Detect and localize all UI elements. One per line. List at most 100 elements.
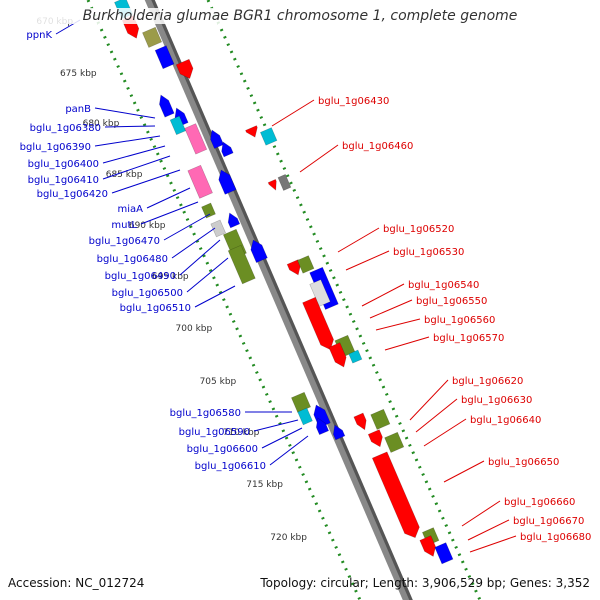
reverse-strand-gene[interactable]: [187, 164, 213, 199]
right-leader-line: [467, 519, 510, 541]
left-gene-label[interactable]: bglu_1g06490: [105, 271, 176, 282]
gene-glyph: [210, 129, 224, 149]
gene-glyph: [384, 431, 405, 453]
left-gene-label[interactable]: bglu_1g06590: [179, 427, 250, 438]
right-leader-line: [361, 283, 405, 307]
tick-label: 720 kbp: [270, 533, 307, 543]
forward-strand-gene[interactable]: [297, 255, 315, 274]
forward-strand-gene[interactable]: [367, 429, 385, 449]
left-gene-label[interactable]: miaA: [118, 204, 144, 215]
reverse-strand-gene[interactable]: [248, 238, 268, 263]
left-gene-label[interactable]: bglu_1g06470: [89, 236, 160, 247]
reverse-strand-gene[interactable]: [291, 391, 311, 413]
right-gene-label[interactable]: bglu_1g06540: [408, 280, 479, 291]
left-gene-label[interactable]: bglu_1g06610: [195, 461, 266, 472]
gene-glyph: [210, 219, 226, 238]
forward-strand-gene[interactable]: [277, 174, 292, 191]
left-gene-label[interactable]: bglu_1g06600: [187, 444, 258, 455]
right-gene-label[interactable]: bglu_1g06640: [470, 415, 541, 426]
right-gene-label[interactable]: bglu_1g06430: [318, 96, 389, 107]
right-gene-label[interactable]: bglu_1g06550: [416, 296, 487, 307]
tick-label: 675 kbp: [60, 69, 97, 79]
left-leader-line: [253, 419, 299, 432]
left-leader-line: [102, 145, 166, 164]
forward-strand-gene[interactable]: [267, 179, 279, 191]
left-gene-label[interactable]: bglu_1g06510: [120, 303, 191, 314]
right-leader-line: [375, 318, 421, 331]
right-gene-label[interactable]: bglu_1g06460: [342, 141, 413, 152]
reverse-strand-gene[interactable]: [184, 123, 208, 155]
tick-label: 685 kbp: [106, 170, 143, 180]
left-gene-label[interactable]: mutL: [111, 220, 137, 231]
left-gene-label[interactable]: panB: [65, 104, 91, 115]
left-gene-label[interactable]: bglu_1g06500: [112, 288, 183, 299]
topology-text: Topology: circular; Length: 3,906,529 bp…: [260, 576, 590, 590]
forward-strand-gene[interactable]: [370, 408, 391, 430]
reverse-strand-gene[interactable]: [297, 407, 313, 426]
left-gene-label[interactable]: bglu_1g06410: [28, 175, 99, 186]
forward-strand-gene[interactable]: [302, 296, 337, 352]
right-gene-label[interactable]: bglu_1g06630: [461, 395, 532, 406]
left-gene-label[interactable]: bglu_1g06580: [170, 408, 241, 419]
reverse-strand-gene[interactable]: [169, 115, 187, 136]
left-gene-label[interactable]: bglu_1g06390: [20, 142, 91, 153]
gene-glyph: [371, 451, 420, 539]
gene-glyph: [201, 202, 216, 219]
forward-strand-gene[interactable]: [259, 127, 278, 146]
right-gene-label[interactable]: bglu_1g06670: [513, 516, 584, 527]
forward-strand-gene[interactable]: [348, 349, 363, 364]
right-gene-label[interactable]: bglu_1g06650: [488, 457, 559, 468]
right-gene-label[interactable]: bglu_1g06530: [393, 247, 464, 258]
right-leader-line: [423, 418, 467, 447]
reverse-strand-gene[interactable]: [216, 168, 237, 195]
left-gene-label[interactable]: bglu_1g06380: [30, 123, 101, 134]
gene-glyph: [328, 342, 347, 368]
reverse-strand-gene[interactable]: [154, 45, 175, 70]
gene-glyph: [218, 169, 237, 195]
reverse-strand-gene[interactable]: [175, 58, 196, 81]
right-gene-label[interactable]: bglu_1g06570: [433, 333, 504, 344]
reverse-strand-gene[interactable]: [218, 140, 234, 158]
gene-glyph: [142, 26, 163, 48]
reverse-strand-gene[interactable]: [313, 416, 330, 436]
right-gene-label[interactable]: bglu_1g06560: [424, 315, 495, 326]
forward-strand-gene[interactable]: [328, 342, 350, 370]
forward-strand-gene[interactable]: [245, 125, 261, 140]
reverse-strand-gene[interactable]: [227, 244, 256, 285]
gene-glyph: [187, 164, 213, 199]
forward-strand-gene[interactable]: [434, 542, 454, 565]
reverse-strand-gene[interactable]: [201, 202, 216, 219]
reverse-strand-gene[interactable]: [207, 128, 224, 149]
left-dotted-boundary: [86, 0, 362, 600]
forward-strand-gene[interactable]: [353, 412, 370, 432]
left-leader-line: [179, 239, 221, 276]
right-leader-line: [337, 227, 380, 253]
left-leader-line: [194, 285, 236, 308]
gene-glyph: [154, 45, 175, 70]
tick-label: 710 kbp: [223, 428, 260, 438]
left-gene-label[interactable]: bglu_1g06420: [37, 189, 108, 200]
left-leader-line: [94, 107, 156, 119]
reverse-strand-gene[interactable]: [156, 93, 175, 118]
reverse-strand-gene[interactable]: [210, 219, 226, 238]
reverse-strand-gene[interactable]: [225, 211, 241, 229]
right-gene-label[interactable]: bglu_1g06680: [520, 532, 591, 543]
left-gene-label[interactable]: bglu_1g06400: [28, 159, 99, 170]
right-gene-label[interactable]: bglu_1g06520: [383, 224, 454, 235]
forward-strand-gene[interactable]: [371, 451, 422, 541]
left-gene-label[interactable]: ppnK: [26, 30, 52, 41]
left-leader-line: [269, 435, 309, 466]
forward-strand-gene[interactable]: [384, 431, 405, 453]
right-gene-label[interactable]: bglu_1g06660: [504, 497, 575, 508]
left-leader-line: [171, 227, 216, 259]
gene-glyph: [259, 127, 278, 146]
forward-strand-gene[interactable]: [419, 535, 439, 559]
reverse-strand-gene[interactable]: [142, 26, 163, 48]
reverse-strand-gene[interactable]: [330, 423, 346, 441]
right-gene-label[interactable]: bglu_1g06620: [452, 376, 523, 387]
left-leader-line: [94, 135, 161, 147]
left-gene-label[interactable]: bglu_1g06480: [97, 254, 168, 265]
accession-text: Accession: NC_012724: [8, 576, 145, 590]
